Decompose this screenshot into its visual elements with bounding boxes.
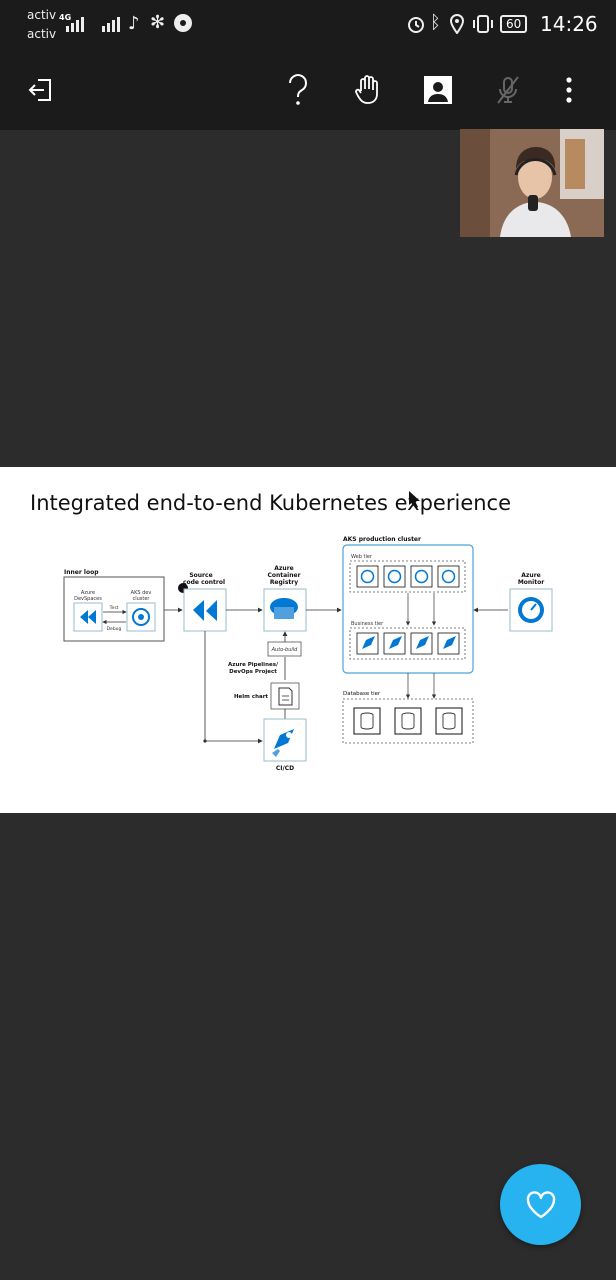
participant-video-frame: [460, 129, 604, 237]
cicd-icon: [263, 718, 307, 762]
acr-label-1: Azure: [274, 565, 293, 572]
pipelines-label-2: DevOps Project: [229, 669, 277, 675]
web-tier-box: [349, 560, 466, 593]
source-label-1: Source: [189, 572, 212, 579]
clock: 14:26: [540, 12, 598, 36]
monitor-label-2: Monitor: [518, 579, 544, 586]
location-icon: [174, 14, 192, 32]
network-type: 4G: [59, 13, 72, 22]
bluetooth-icon: ᛒ: [430, 12, 441, 33]
database-nodes: [353, 707, 463, 735]
inner-loop-label: Inner loop: [64, 569, 99, 576]
battery-icon: 60: [500, 15, 528, 33]
web-tier-nodes: [356, 565, 460, 588]
cicd-label: CI/CD: [276, 765, 294, 772]
debug-label: Debug: [107, 626, 122, 632]
help-button[interactable]: [278, 70, 318, 110]
signal-icon: [102, 14, 120, 32]
auto-build-label: Auto-build: [271, 647, 299, 653]
acr-label-3: Registry: [270, 579, 298, 586]
leave-icon: [28, 79, 51, 101]
carrier-label-1: activ: [27, 8, 57, 22]
carrier-label-2: activ: [27, 27, 57, 41]
mouse-cursor-icon: [409, 491, 420, 508]
location-icon: [449, 13, 465, 38]
help-icon: [289, 74, 307, 105]
pipelines-label-1: Azure Pipelines/: [228, 662, 279, 668]
tiktok-icon: ♪: [128, 13, 140, 34]
mic-muted-icon: [497, 76, 519, 104]
devspaces-label-1: Azure: [81, 590, 95, 596]
raise-hand-button[interactable]: [348, 70, 388, 110]
snowflake-icon: ✻: [150, 12, 166, 33]
slide-title: Integrated end-to-end Kubernetes experie…: [30, 491, 512, 515]
monitor-label-1: Azure: [521, 572, 540, 579]
architecture-diagram: Inner loop Azure DevSpaces AKS dev clust…: [63, 491, 553, 772]
alarm-icon: [406, 14, 426, 38]
participant-video[interactable]: [460, 129, 604, 237]
signal-icon: [66, 14, 84, 32]
aks-dev-label-2: cluster: [132, 596, 150, 602]
leave-button[interactable]: [21, 70, 61, 110]
database-tier-box: [342, 698, 474, 744]
database-tier-label: Database tier: [343, 691, 381, 697]
mute-button[interactable]: [488, 70, 528, 110]
source-label-2: code control: [183, 579, 225, 586]
more-icon: [566, 77, 572, 103]
profile-icon: [424, 76, 452, 104]
business-tier-box: [349, 627, 466, 660]
aks-dev-label-1: AKS dev: [131, 590, 152, 596]
web-tier-label: Web tier: [351, 554, 373, 560]
raise-hand-icon: [355, 75, 378, 104]
vibrate-icon: [471, 14, 495, 38]
status-bar: activ activ 4G ♪ ✻ ᛒ 60 14:26: [0, 0, 616, 50]
more-options-button[interactable]: [549, 70, 589, 110]
meeting-toolbar: [0, 50, 616, 130]
auto-build-box: [267, 641, 302, 657]
test-label: Test: [109, 605, 119, 611]
heart-icon: [526, 1190, 555, 1218]
business-tier-nodes: [356, 632, 460, 655]
business-tier-label: Business tier: [351, 621, 384, 627]
helm-chart-label: Helm chart: [234, 694, 268, 700]
profile-button[interactable]: [418, 70, 458, 110]
inner-loop-box: [63, 576, 165, 642]
devspaces-label-2: DevSpaces: [74, 596, 102, 602]
source-control-icon: [183, 588, 227, 632]
aks-prod-label: AKS production cluster: [343, 536, 421, 543]
acr-label-2: Container: [267, 572, 300, 579]
reactions-button[interactable]: [500, 1164, 581, 1245]
shared-slide: Integrated end-to-end Kubernetes experie…: [0, 467, 616, 813]
